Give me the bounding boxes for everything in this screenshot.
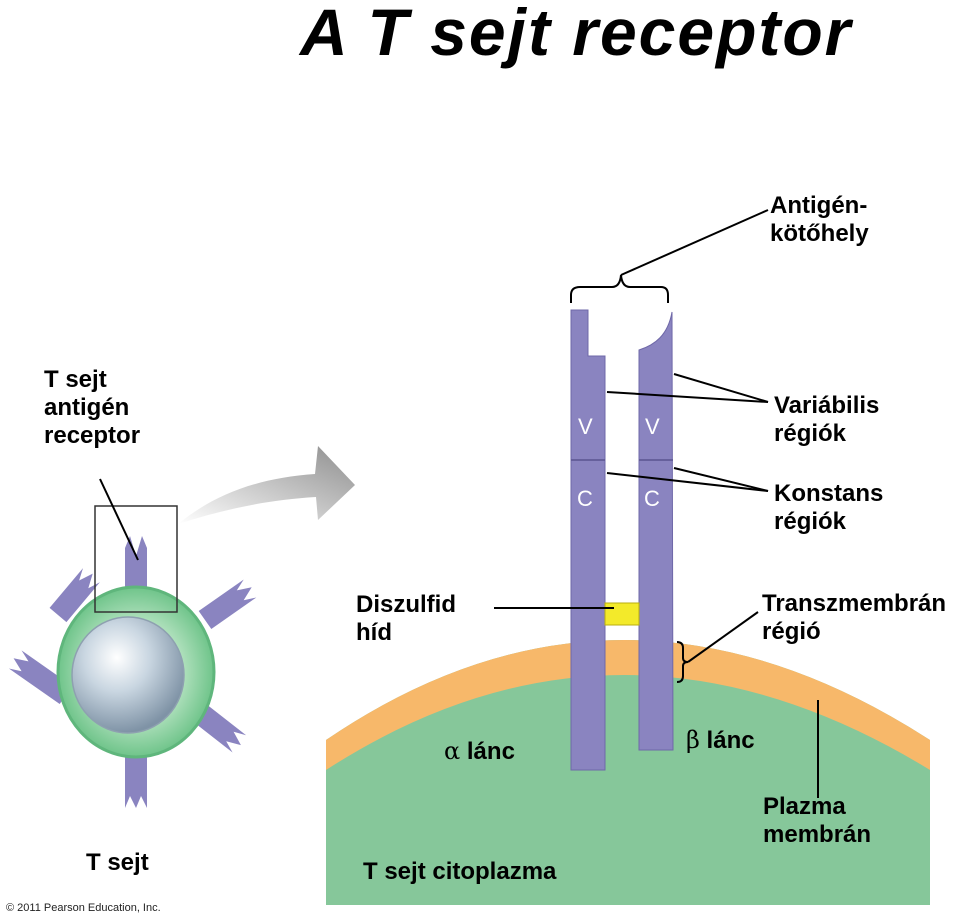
disulfide-label-line2: híd (356, 619, 392, 646)
disulfide-bridge (604, 602, 640, 626)
receptor-zoom-box (94, 505, 178, 613)
tcr-label: T sejt antigén receptor (44, 366, 140, 450)
antigen-site-label-line1: Antigén- (770, 192, 868, 219)
variable-regions-label: Variábilis régiók (774, 392, 879, 448)
constant-label-line1: Konstans (774, 480, 884, 507)
v-left-letter: V (578, 414, 593, 439)
t-cell-label: T sejt (86, 849, 149, 876)
transmembrane-line (687, 611, 759, 663)
variable-label-line1: Variábilis (774, 392, 880, 419)
variable-line-1 (606, 391, 769, 403)
antigen-site-label: Antigén- kötőhely (770, 192, 869, 248)
beta-chain-text: lánc (706, 727, 755, 754)
beta-chain-label: β lánc (686, 726, 755, 755)
transmembrane-label-line1: Transzmembrán (762, 590, 947, 617)
page-title: A T sejt receptor (300, 0, 853, 69)
c-left-letter: C (577, 486, 593, 511)
transmembrane-label-line2: régió (762, 618, 821, 645)
alpha-chain-text: lánc (466, 738, 515, 765)
antigen-site-bracket (570, 274, 669, 303)
tcr-pointer-line (99, 478, 139, 561)
beta-symbol: β (686, 726, 700, 754)
receptor-top (125, 536, 147, 590)
constant-label-line2: régiók (774, 508, 847, 535)
receptor-upper-left (49, 568, 100, 623)
disulfide-label-line1: Diszulfid (356, 591, 456, 618)
plasma-label-line1: Plazma (763, 793, 846, 820)
transmembrane-label: Transzmembrán régió (762, 590, 946, 646)
plasma-label-line2: membrán (763, 821, 872, 848)
plasma-membrane (326, 640, 930, 770)
alpha-symbol: α (444, 737, 461, 765)
alpha-chain-label: α lánc (444, 737, 515, 766)
antigen-site-label-line2: kötőhely (770, 220, 869, 247)
constant-regions-label: Konstans régiók (774, 480, 883, 536)
tcr-label-line1: T sejt (44, 366, 107, 393)
plasma-membrane-label: Plazma membrán (763, 793, 871, 849)
v-right-letter: V (645, 414, 660, 439)
cytoplasm-label: T sejt citoplazma (363, 858, 557, 885)
receptor-lower-left (8, 650, 73, 705)
disulfide-bridge-label: Diszulfid híd (356, 591, 456, 647)
variable-label-line2: régiók (774, 420, 847, 447)
copyright-notice: © 2011 Pearson Education, Inc. (6, 902, 161, 914)
beta-chain (638, 311, 674, 751)
t-cell-receptors (8, 536, 257, 808)
receptor-upper-right (198, 579, 257, 630)
zoom-arrow (178, 446, 355, 524)
t-cell-nucleus (71, 616, 185, 734)
variable-line-2 (673, 373, 769, 403)
constant-line-2 (673, 467, 769, 492)
tcr-label-line3: receptor (44, 422, 141, 449)
antigen-site-line (620, 209, 769, 276)
constant-line-1 (606, 472, 769, 492)
alpha-chain (570, 309, 606, 771)
tcr-label-line2: antigén (44, 394, 130, 421)
c-right-letter: C (644, 486, 660, 511)
receptor-bottom (125, 755, 147, 808)
cytoplasm (326, 640, 930, 905)
